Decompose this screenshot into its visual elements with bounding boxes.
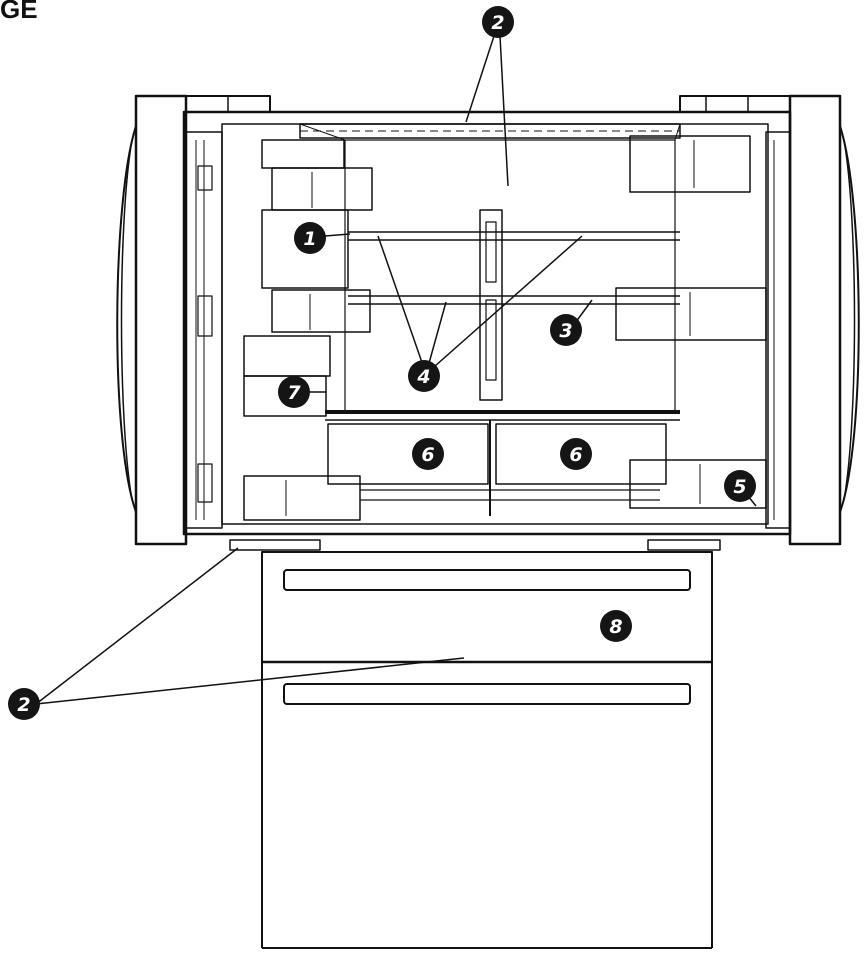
callout-8: 8 — [600, 610, 632, 642]
callout-2-bottom-label: 2 — [17, 694, 30, 716]
right-door-bins — [615, 135, 767, 509]
header-text: GE — [0, 0, 38, 24]
callout-7-label: 7 — [287, 382, 301, 404]
callout-5: 5 — [724, 470, 756, 502]
callout-1-label: 1 — [303, 228, 316, 250]
cabinet-interior — [182, 95, 792, 551]
callout-3-label: 3 — [559, 320, 572, 342]
callout-6-left: 6 — [412, 438, 444, 470]
left-door — [116, 94, 223, 546]
callout-4-label: 4 — [416, 366, 430, 388]
callout-8-label: 8 — [609, 616, 622, 638]
freezer-drawers — [261, 551, 713, 949]
callout-1: 1 — [294, 222, 326, 254]
callout-6-right-label: 6 — [569, 444, 582, 466]
left-door-bins — [243, 139, 373, 521]
callout-2-top: 2 — [482, 6, 514, 38]
callout-6-left-label: 6 — [421, 444, 434, 466]
callout-5-label: 5 — [733, 476, 746, 498]
callout-2-top-label: 2 — [491, 12, 504, 34]
callout-7: 7 — [278, 376, 310, 408]
callout-6-right: 6 — [560, 438, 592, 470]
callout-3: 3 — [550, 314, 582, 346]
callout-4: 4 — [408, 360, 440, 392]
callout-2-bottom: 2 — [8, 688, 40, 720]
